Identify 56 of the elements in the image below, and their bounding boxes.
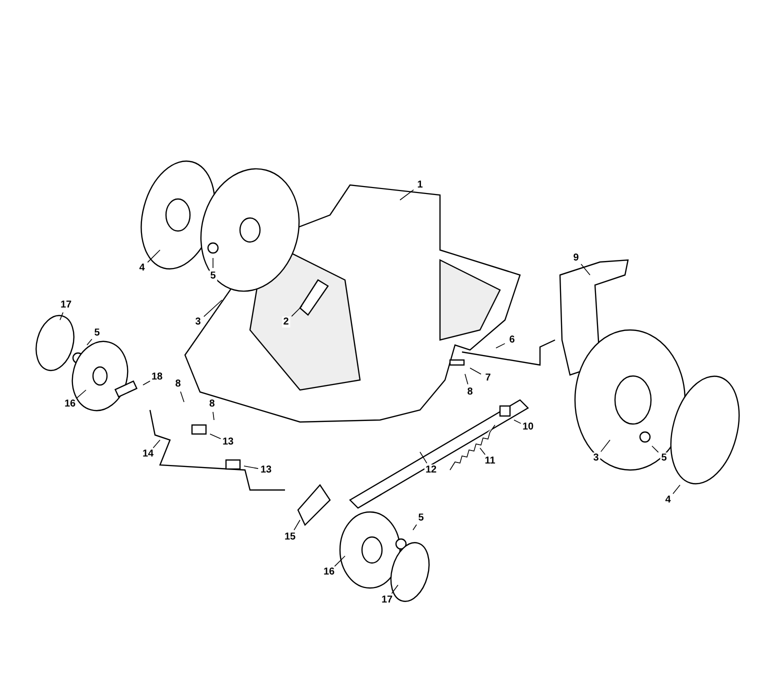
leader-line [600,440,610,452]
leader-line [391,584,398,594]
callout-number: 10 [521,422,535,432]
callout-number: 6 [508,334,516,346]
leader-line [76,390,86,400]
leader-line [147,250,160,263]
leader-line [580,264,590,276]
callout-number: 16 [322,566,336,578]
leader-line [480,448,486,456]
leader-line [464,374,468,385]
callout-number: 16 [63,398,77,410]
leader-line [210,434,222,440]
leader-line [400,189,414,200]
leader-line [470,368,482,375]
callout-number: 8 [466,386,474,398]
callout-number: 14 [141,448,155,460]
leader-line [212,412,214,420]
leader-line [180,391,184,402]
callout-number: 9 [572,252,580,264]
leader-line [212,258,214,268]
callout-number: 1 [416,180,424,190]
callout-number: 4 [664,494,672,506]
callout-number: 12 [424,464,438,476]
callout-number: 13 [221,436,235,448]
leader-line [294,520,300,530]
leader-line [420,452,428,464]
leader-line [496,343,506,348]
callout-number: 5 [660,452,668,464]
callout-number: 17 [380,594,394,606]
leader-line [652,446,659,453]
leader-line [291,306,302,317]
leader-line [334,556,346,567]
callout-number: 11 [484,456,496,466]
callout-number: 3 [194,316,202,328]
callout-number: 7 [484,372,492,384]
leader-line [672,484,680,494]
callout-number: 13 [259,464,273,476]
callout-number: 5 [93,328,101,338]
leader-line [204,300,222,317]
leader-line [86,338,92,346]
callout-number: 2 [282,316,290,328]
callout-number: 5 [209,270,217,282]
callout-number: 8 [208,398,216,410]
callout-number: 8 [174,378,182,390]
callout-number: 15 [283,532,297,542]
leader-line [142,380,150,386]
leader-line [152,440,160,448]
leader-line [412,524,417,530]
callout-number: 18 [150,372,164,382]
callout-number: 4 [138,262,146,274]
leader-line [514,420,522,424]
leader-line [60,312,64,320]
callout-number: 5 [417,512,425,524]
leader-line [244,466,259,469]
callout-number: 17 [59,300,73,310]
callout-number: 3 [592,452,600,464]
